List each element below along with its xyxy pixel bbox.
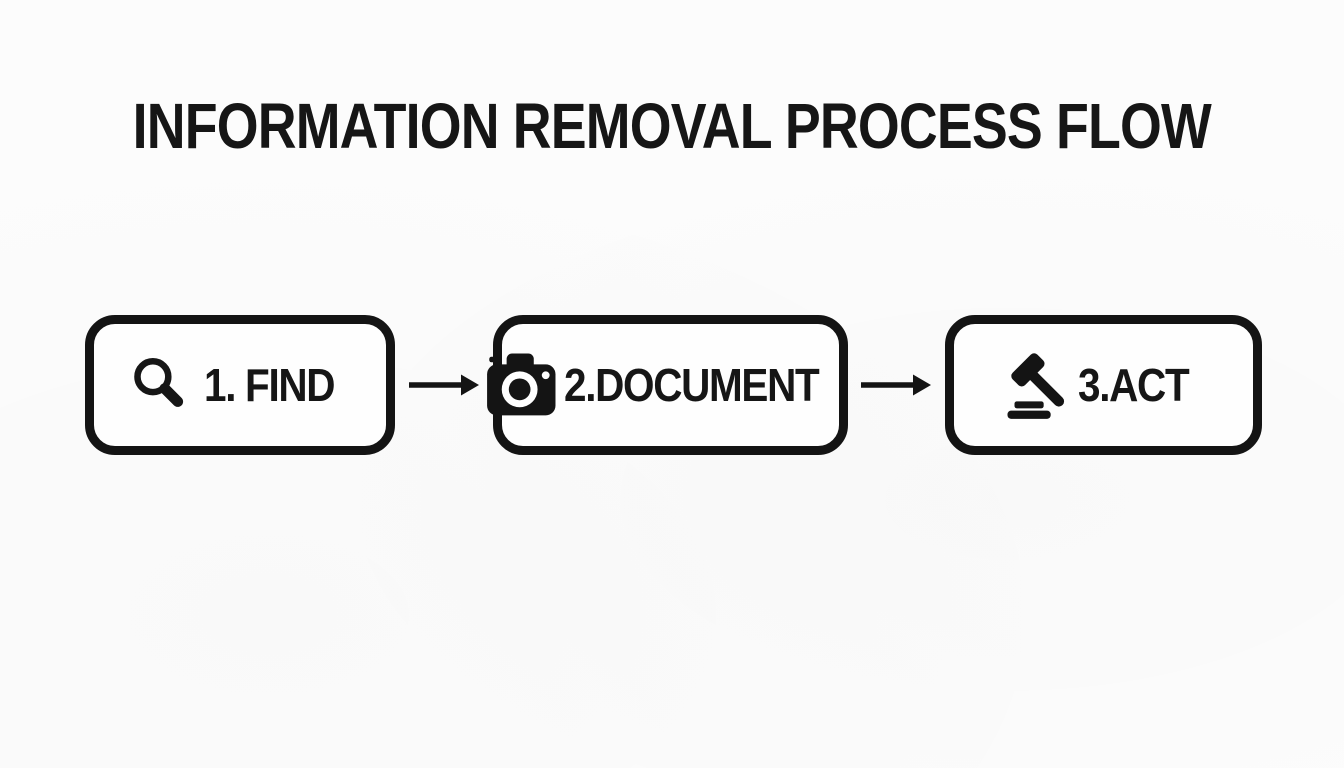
step-box-document: 2.DOCUMENT	[487, 315, 848, 455]
camera-icon	[486, 352, 562, 418]
title-row: INFORMATION REMOVAL PROCESS FLOW	[0, 94, 1344, 158]
search-icon	[128, 353, 192, 417]
gavel-icon	[1004, 350, 1074, 420]
flow-arrow	[848, 315, 946, 455]
page-title: INFORMATION REMOVAL PROCESS FLOW	[132, 90, 1212, 162]
step-box-act: 3.ACT	[945, 315, 1262, 455]
step-label: 3.ACT	[1077, 359, 1190, 411]
step-box-find: 1. FIND	[85, 315, 395, 455]
step-label: 2.DOCUMENT	[564, 359, 820, 411]
step-label: 1. FIND	[204, 359, 336, 411]
flow-arrow	[395, 315, 493, 455]
flow-row: 1. FIND 2.DOCUMENT	[85, 315, 1262, 455]
